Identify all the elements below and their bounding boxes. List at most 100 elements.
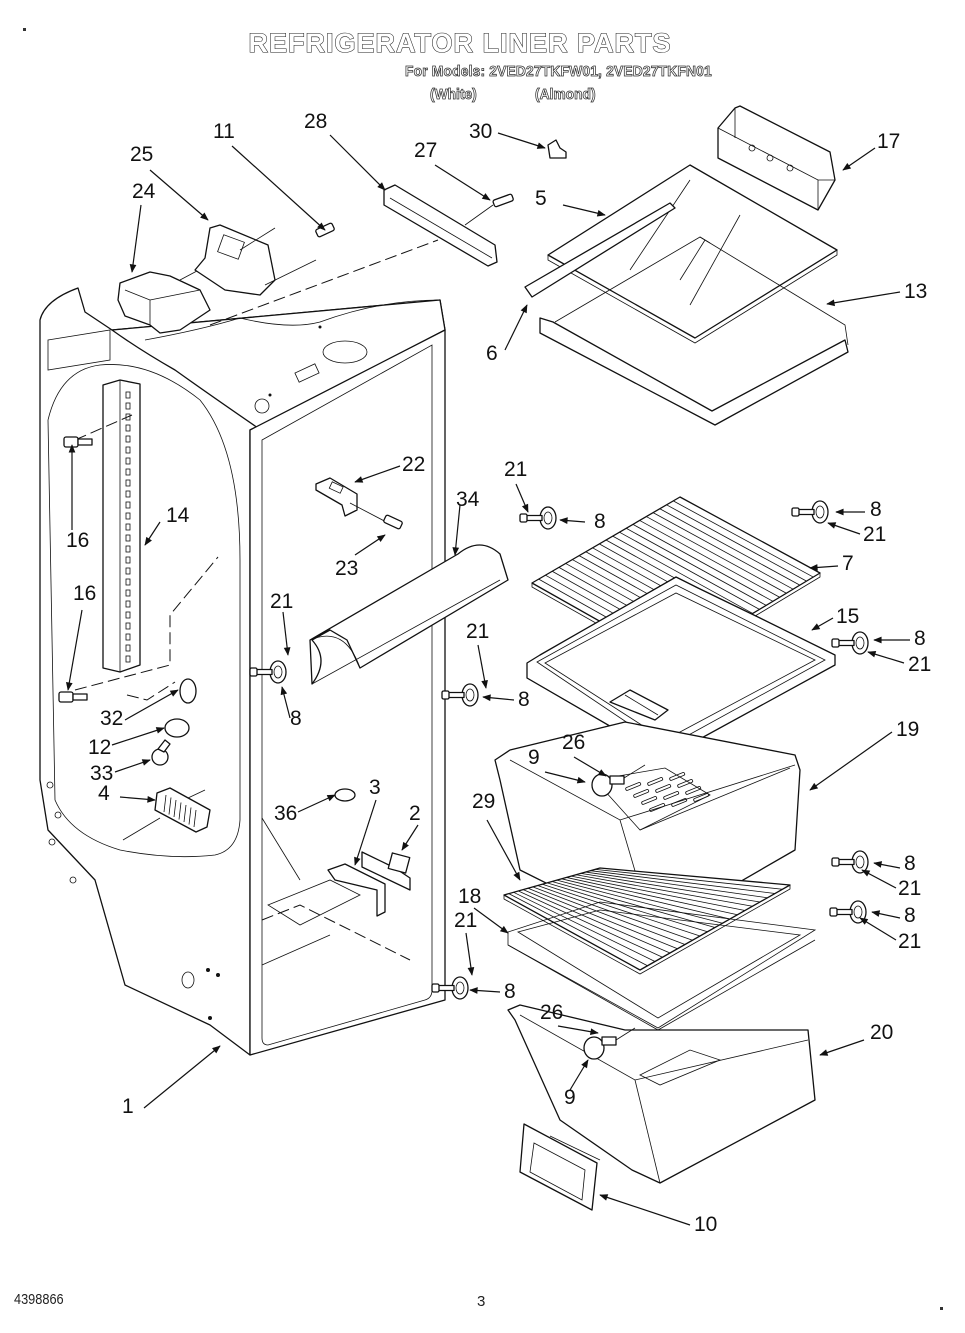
callout-label-1[interactable]: 1 [122,1095,134,1118]
leader-arrow [497,132,546,149]
crisper-cover-lower-part[interactable] [503,867,791,975]
callout-label-2[interactable]: 2 [409,802,421,825]
callout-label-4[interactable]: 4 [98,782,110,805]
callout-label-26[interactable]: 26 [540,1001,563,1024]
callout-label-7[interactable]: 7 [842,552,854,575]
callout-label-34[interactable]: 34 [456,488,480,511]
callout-label-14[interactable]: 14 [166,504,190,527]
callout-label-9[interactable]: 9 [528,746,540,769]
bracket-22-part[interactable] [315,477,358,517]
callout-label-26[interactable]: 26 [562,731,585,754]
leader-arrow [859,917,897,941]
leader-arrow [826,291,901,307]
leader-arrow [144,521,161,546]
callout-label-17[interactable]: 17 [877,130,900,153]
callout-label-15[interactable]: 15 [836,605,859,628]
callout-label-9[interactable]: 9 [564,1086,576,1109]
callout-label-16[interactable]: 16 [73,582,96,605]
callout-label-10[interactable]: 10 [694,1213,717,1236]
roller-part[interactable] [519,506,557,530]
callout-label-21[interactable]: 21 [898,930,921,953]
shelf-support-part[interactable] [102,379,141,673]
plug-part[interactable] [334,788,356,802]
light-shield-part[interactable] [179,678,197,704]
shelf-frame-part[interactable] [539,236,849,426]
callout-label-8[interactable]: 8 [504,980,516,1003]
callout-label-11[interactable]: 11 [213,120,235,143]
leader-arrow [809,731,893,791]
thermostat-housing-part[interactable] [117,271,211,334]
leader-arrow [401,824,419,851]
callout-label-21[interactable]: 21 [466,620,489,643]
callout-label-23[interactable]: 23 [335,557,358,580]
cover-2-part[interactable] [361,851,411,891]
screw-23-part[interactable] [383,514,403,530]
leader-arrow [871,910,901,919]
bulb-part[interactable] [151,739,171,766]
callout-label-32[interactable]: 32 [100,707,123,730]
roller-part[interactable] [431,976,469,1000]
door-bin-part[interactable] [717,105,836,211]
callout-label-21[interactable]: 21 [908,653,931,676]
callout-label-28[interactable]: 28 [304,110,327,133]
crisper-frame-upper-part[interactable] [526,576,836,759]
callout-label-8[interactable]: 8 [290,707,302,730]
glass-shelf-part[interactable] [547,164,838,344]
callout-label-6[interactable]: 6 [486,342,498,365]
callout-label-33[interactable]: 33 [90,762,113,785]
callout-label-8[interactable]: 8 [870,498,882,521]
leader-arrow [469,987,501,994]
roller-part[interactable] [831,631,869,655]
callout-label-22[interactable]: 22 [402,453,425,476]
callout-label-21[interactable]: 21 [454,909,477,932]
socket-part[interactable] [164,718,190,738]
leader-arrow [544,771,586,784]
liner-part[interactable] [39,287,446,1056]
label-holder-part[interactable] [519,1123,601,1211]
page-number: 3 [477,1293,486,1310]
roller-part[interactable] [829,900,867,924]
knob-9-part[interactable] [583,773,625,1060]
roller-part[interactable] [831,850,869,874]
roller-part[interactable] [791,500,829,524]
callout-label-21[interactable]: 21 [898,877,921,900]
callout-label-21[interactable]: 21 [863,523,886,546]
leader-arrow [842,147,876,171]
callout-label-21[interactable]: 21 [504,458,527,481]
shelf-rail-part[interactable] [383,184,498,267]
roller-part[interactable] [249,660,287,684]
clip-part[interactable] [547,139,567,159]
callout-label-21[interactable]: 21 [270,590,293,613]
callout-label-24[interactable]: 24 [132,180,156,203]
leader-arrow [124,689,179,721]
callout-label-8[interactable]: 8 [904,852,916,875]
callout-label-19[interactable]: 19 [896,718,919,741]
callout-label-20[interactable]: 20 [870,1021,893,1044]
rollers-group[interactable] [249,500,869,1000]
callout-label-8[interactable]: 8 [904,904,916,927]
leader-arrow [354,465,401,483]
callout-label-25[interactable]: 25 [130,143,153,166]
leader-arrow [811,617,834,631]
callout-label-8[interactable]: 8 [914,627,926,650]
callout-label-3[interactable]: 3 [369,776,381,799]
bracket-25-part[interactable] [194,224,276,296]
callout-label-36[interactable]: 36 [274,802,297,825]
callout-label-18[interactable]: 18 [458,885,481,908]
roller-part[interactable] [441,683,479,707]
callout-label-30[interactable]: 30 [469,120,492,143]
shelf-trim-part[interactable] [524,202,676,298]
callout-label-13[interactable]: 13 [904,280,927,303]
callout-label-12[interactable]: 12 [88,736,111,759]
callout-label-29[interactable]: 29 [472,790,495,813]
screw-27-part[interactable] [492,193,514,208]
bracket-3-part[interactable] [327,863,386,917]
callout-label-8[interactable]: 8 [594,510,606,533]
callout-label-27[interactable]: 27 [414,139,437,162]
callout-label-16[interactable]: 16 [66,529,89,552]
grille-part[interactable] [154,787,211,833]
callout-label-5[interactable]: 5 [535,187,547,210]
leader-arrow [562,204,606,217]
tube-cover-part[interactable] [309,544,509,685]
callout-label-8[interactable]: 8 [518,688,530,711]
